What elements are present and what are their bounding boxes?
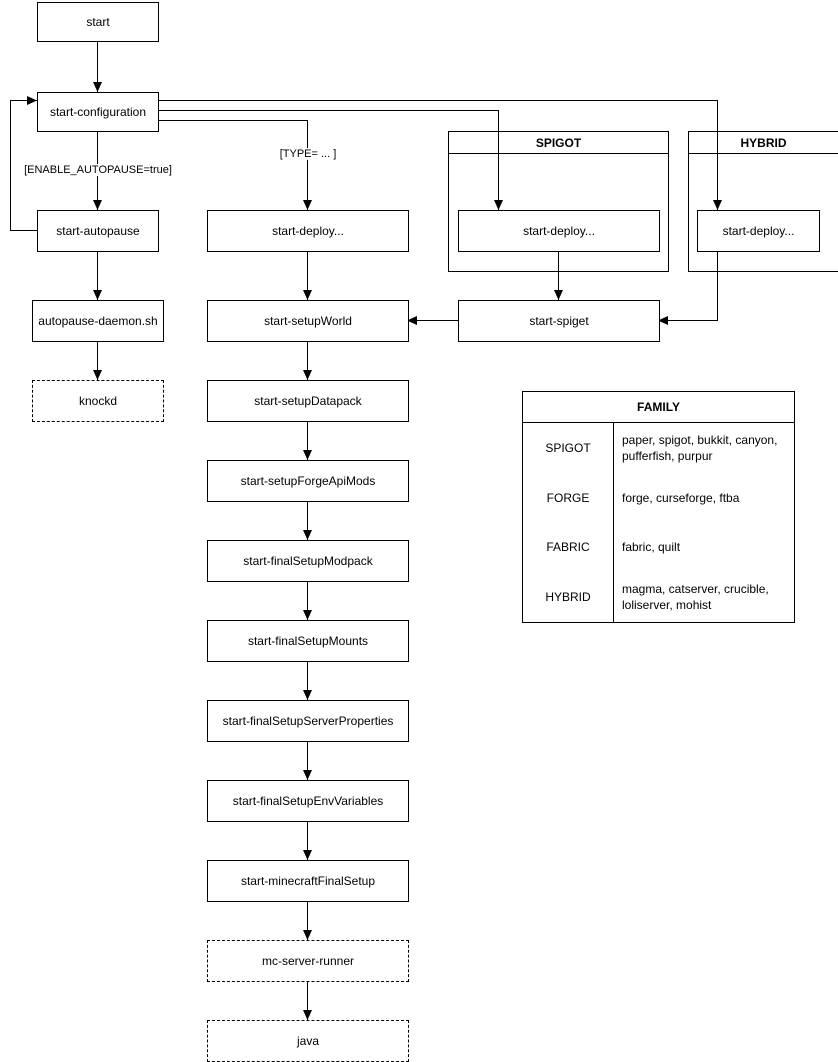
edge-hybrid-deploy-to-spiget bbox=[658, 250, 718, 325]
node-start: start bbox=[37, 2, 159, 42]
node-mc-server-runner: mc-server-runner bbox=[207, 940, 409, 982]
family-name: FABRIC bbox=[523, 522, 614, 573]
node-start-deploy: start-deploy... bbox=[207, 210, 409, 252]
family-table-body: SPIGOT paper, spigot, bukkit, canyon, pu… bbox=[523, 423, 794, 622]
node-start-setup-datapack: start-setupDatapack bbox=[207, 380, 409, 422]
family-values: magma, catserver, crucible, loliserver, … bbox=[622, 582, 769, 613]
node-start-spiget: start-spiget bbox=[458, 300, 660, 342]
edge-label-type: [TYPE= ... ] bbox=[277, 148, 339, 160]
edge-configuration-to-hybrid-deploy bbox=[157, 100, 722, 210]
family-table-title: FAMILY bbox=[523, 392, 794, 423]
node-start-final-setup-modpack: start-finalSetupModpack bbox=[207, 540, 409, 582]
group-hybrid-title: HYBRID bbox=[689, 132, 838, 154]
node-start-setup-forge-api-mods: start-setupForgeApiMods bbox=[207, 460, 409, 502]
family-name: SPIGOT bbox=[523, 423, 614, 473]
node-spigot-start-deploy: start-deploy... bbox=[458, 210, 660, 252]
family-table-row-fabric: FABRIC fabric, quilt bbox=[523, 522, 794, 573]
node-knockd: knockd bbox=[32, 380, 164, 422]
node-start-minecraft-final-setup: start-minecraftFinalSetup bbox=[207, 860, 409, 902]
node-java: java bbox=[207, 1020, 409, 1062]
node-start-final-setup-server-properties: start-finalSetupServerProperties bbox=[207, 700, 409, 742]
node-autopause-daemon-sh: autopause-daemon.sh bbox=[32, 300, 164, 342]
family-table: FAMILY SPIGOT paper, spigot, bukkit, can… bbox=[522, 391, 795, 623]
edge-configuration-to-deploy bbox=[157, 120, 312, 210]
node-start-final-setup-mounts: start-finalSetupMounts bbox=[207, 620, 409, 662]
edge-autopause-loop-to-configuration bbox=[10, 96, 37, 231]
node-start-configuration: start-configuration bbox=[37, 92, 159, 132]
node-start-setup-world: start-setupWorld bbox=[207, 300, 409, 342]
family-table-row-forge: FORGE forge, curseforge, ftba bbox=[523, 472, 794, 523]
family-name: FORGE bbox=[523, 472, 614, 523]
edge-configuration-to-spigot-deploy bbox=[157, 110, 503, 210]
edge-label-enable-autopause: [ENABLE_AUTOPAUSE=true] bbox=[22, 164, 174, 176]
family-table-row-spigot: SPIGOT paper, spigot, bukkit, canyon, pu… bbox=[523, 423, 794, 473]
family-values: forge, curseforge, ftba bbox=[622, 490, 740, 505]
group-spigot-title: SPIGOT bbox=[449, 132, 668, 154]
family-name: HYBRID bbox=[523, 572, 614, 622]
family-values: paper, spigot, bukkit, canyon, pufferfis… bbox=[622, 432, 778, 463]
family-table-row-hybrid: HYBRID magma, catserver, crucible, lolis… bbox=[523, 572, 794, 622]
node-start-final-setup-env-variables: start-finalSetupEnvVariables bbox=[207, 780, 409, 822]
node-start-autopause: start-autopause bbox=[37, 210, 159, 252]
node-hybrid-start-deploy: start-deploy... bbox=[697, 210, 820, 252]
family-values: fabric, quilt bbox=[622, 540, 681, 555]
